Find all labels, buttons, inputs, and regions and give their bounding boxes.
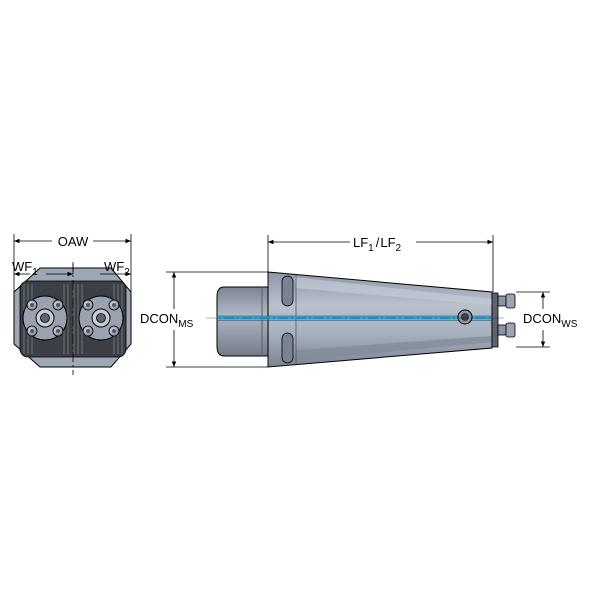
insert-cluster-right: [78, 295, 124, 341]
clamp-screw-icon: [497, 293, 516, 338]
oaw-dimension: [13, 234, 132, 292]
wf2-label: WF2: [104, 259, 130, 278]
dcon-ws-dimension: [516, 291, 550, 348]
dcon-ms-label: DCONMS: [140, 311, 194, 330]
end-face: [491, 292, 499, 348]
front-view: [13, 262, 132, 375]
insert-cluster-left: [22, 295, 68, 341]
coolant-port-icon: [457, 309, 473, 325]
side-view: [206, 271, 516, 368]
shank: [216, 286, 269, 357]
dcon-ms-dimension: [166, 271, 268, 368]
lf-label: LF1/LF2: [353, 235, 402, 254]
dcon-ws-label: DCONWS: [523, 311, 578, 330]
oaw-label: OAW: [58, 234, 89, 249]
wf-dimensions: [14, 264, 131, 277]
lf-dimension: [267, 235, 494, 292]
wf1-label: WF1: [12, 259, 38, 278]
grip-groove: [281, 275, 294, 364]
